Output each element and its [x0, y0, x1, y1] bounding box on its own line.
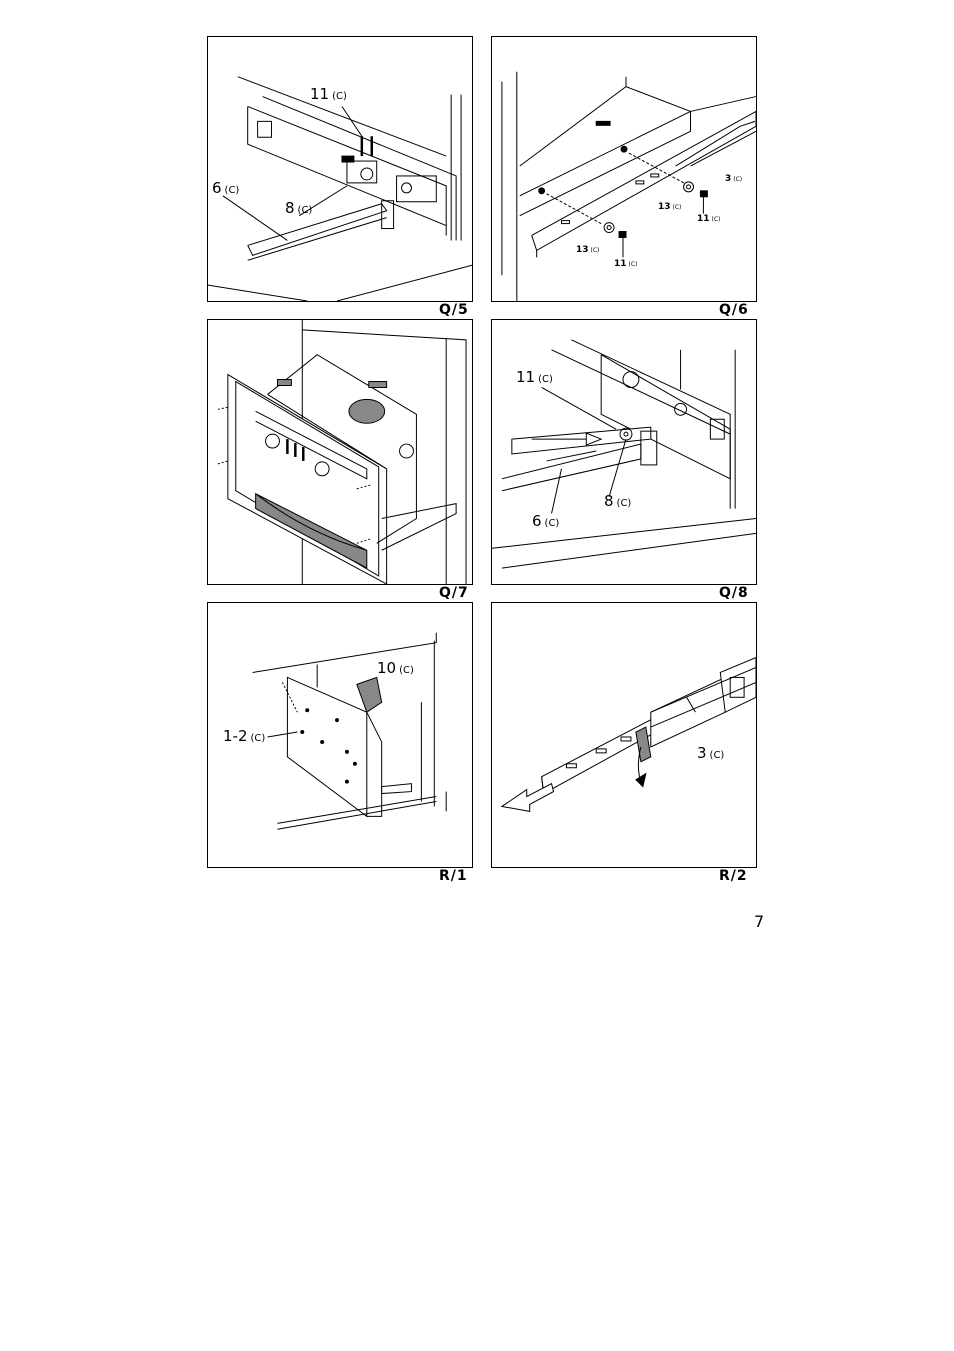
caption-q8: Q/8 — [719, 585, 749, 601]
page-number: 7 — [754, 912, 765, 931]
q6-label-13-upper: 13(C) — [658, 202, 682, 212]
caption-q5: Q/5 — [439, 302, 469, 318]
figure-q5: 11(C) 6(C) 8(C) — [207, 36, 473, 302]
figure-r1: 10(C) 1-2(C) — [207, 602, 473, 868]
caption-r1: R/1 — [439, 868, 468, 884]
q8-label-8: 8(C) — [604, 492, 632, 510]
q6-label-11-lower: 11(C) — [614, 259, 638, 269]
caption-q7: Q/7 — [439, 585, 469, 601]
q8-label-6: 6(C) — [532, 512, 560, 530]
r2-label-3: 3(C) — [697, 744, 725, 762]
q6-label-11-upper: 11(C) — [697, 214, 721, 224]
caption-r2: R/2 — [719, 868, 748, 884]
q8-label-11: 11(C) — [516, 368, 553, 386]
r1-illustration — [252, 632, 447, 830]
r1-label-10: 10(C) — [377, 659, 414, 677]
q5-label-11: 11(C) — [310, 85, 347, 103]
q5-illustration — [208, 76, 472, 301]
q6-illustration — [501, 71, 756, 301]
caption-q6: Q/6 — [719, 302, 749, 318]
q5-label-8: 8(C) — [285, 199, 313, 217]
figure-r2: 3(C) — [491, 602, 757, 868]
q5-label-6: 6(C) — [212, 179, 240, 197]
r2-illustration — [500, 657, 756, 813]
q8-illustration — [492, 339, 756, 569]
q7-illustration — [217, 320, 467, 584]
q6-label-13-lower: 13(C) — [576, 245, 600, 255]
figure-q7 — [207, 319, 473, 585]
q6-label-3: 3(C) — [725, 174, 743, 184]
figure-q8: 11(C) 8(C) 6(C) — [491, 319, 757, 585]
r1-label-1-2: 1-2(C) — [223, 727, 266, 745]
figure-q6: 3(C) 13(C) 11(C) 13(C) 11(C) — [491, 36, 757, 302]
